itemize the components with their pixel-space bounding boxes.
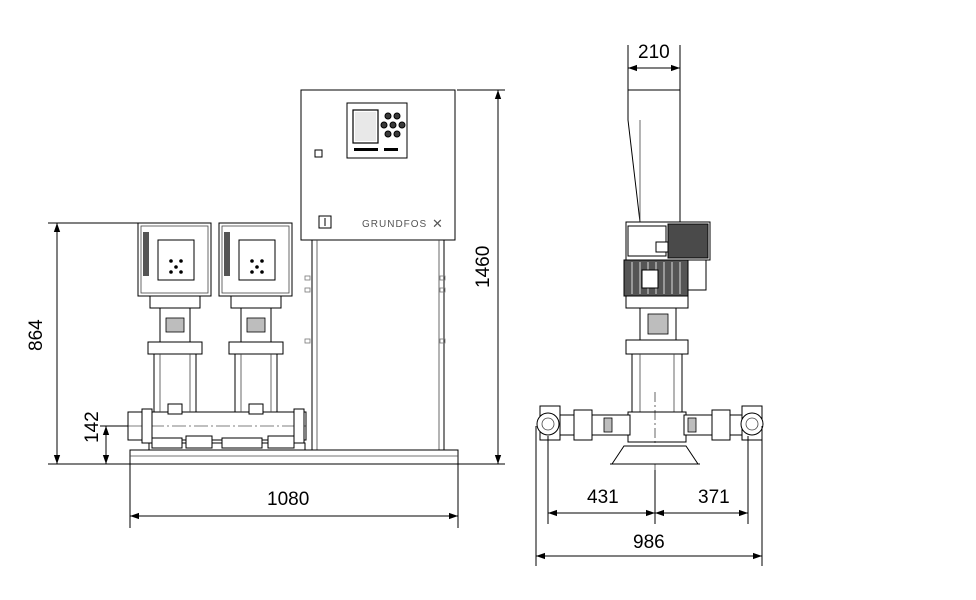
indicator-lamp xyxy=(314,149,323,158)
cabinet-side xyxy=(627,89,681,223)
grundfos-x-logo: ✕ xyxy=(432,216,443,231)
side-view xyxy=(536,89,764,470)
front-view: GRUNDFOS ✕ xyxy=(127,89,459,465)
control-cabinet: GRUNDFOS ✕ xyxy=(300,89,456,451)
dimension-label-1080: 1080 xyxy=(267,489,309,510)
side-pump xyxy=(625,295,689,470)
dimension-pump-height: 864 xyxy=(26,222,138,465)
dimension-right-offset: 371 xyxy=(655,436,749,524)
dimension-total-height: 1460 xyxy=(457,89,505,465)
dimension-depth-top: 210 xyxy=(627,42,681,90)
pump-1 xyxy=(137,222,212,415)
dimension-label-210: 210 xyxy=(638,42,670,63)
control-display-panel xyxy=(346,102,408,159)
dimension-label-986: 986 xyxy=(633,532,665,553)
dimension-label-142: 142 xyxy=(82,411,103,443)
dimension-label-864: 864 xyxy=(26,319,47,351)
dimension-label-1460: 1460 xyxy=(473,246,494,288)
side-base xyxy=(610,445,700,465)
dimension-label-371: 371 xyxy=(698,487,730,508)
main-switch xyxy=(318,215,332,229)
dimension-label-431: 431 xyxy=(587,487,619,508)
dimension-total-depth: 986 xyxy=(535,426,763,566)
pump-2 xyxy=(218,222,293,415)
side-motor xyxy=(623,221,711,297)
brand-logo: GRUNDFOS xyxy=(362,219,427,230)
dimension-inlet-height: 142 xyxy=(82,411,128,464)
dimension-base-width: 1080 xyxy=(129,464,459,528)
side-pipework xyxy=(536,405,764,441)
manifold xyxy=(127,408,307,449)
